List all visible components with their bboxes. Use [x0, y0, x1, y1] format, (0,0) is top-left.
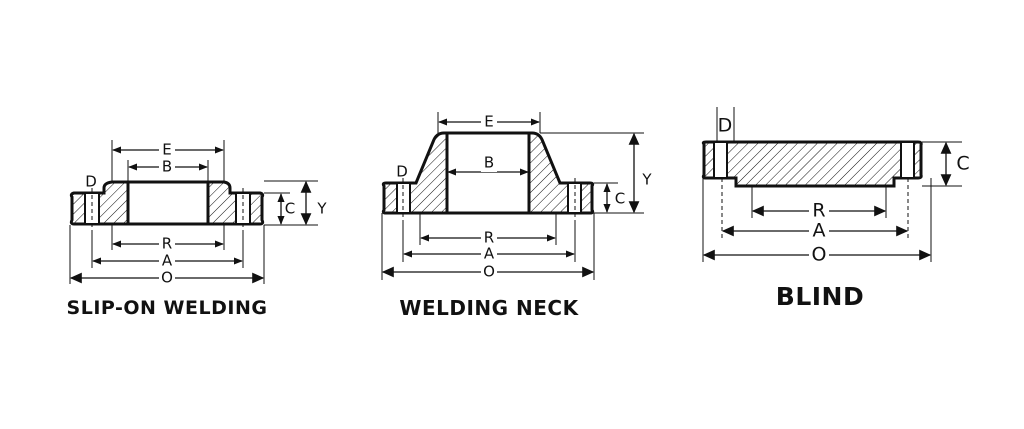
welding-neck-label-a: A	[484, 245, 495, 263]
welding-neck-label-c: C	[615, 190, 625, 208]
welding-neck-labels: E B D R A O C Y	[396, 113, 652, 281]
welding-neck-label-e: E	[484, 113, 493, 131]
blind-bolt-hole-right	[901, 143, 914, 177]
blind-label-r: R	[812, 200, 825, 222]
slip-on-label-o: O	[161, 269, 173, 287]
slip-on-label-y: Y	[316, 200, 327, 218]
slip-on-label-r: R	[162, 235, 172, 253]
slip-on-label-a: A	[162, 252, 173, 270]
blind-label-a: A	[813, 220, 826, 242]
blind-label-c: C	[956, 153, 969, 175]
slip-on-bolt-hole-left	[85, 194, 99, 223]
blind-bolt-hole-left	[714, 143, 727, 177]
slip-on-labels: E B D R A O C Y	[85, 141, 327, 287]
blind-body	[701, 140, 923, 188]
caption-blind: BLIND	[775, 282, 865, 311]
blind-labels: D R A O C	[718, 115, 970, 266]
welding-neck-label-r: R	[484, 229, 494, 247]
slip-on-bolt-hole-right	[236, 194, 250, 223]
slip-on-flange	[69, 140, 318, 284]
caption-slip-on-welding: SLIP-ON WELDING	[66, 297, 268, 319]
blind-flange	[701, 107, 962, 262]
welding-neck-bolt-hole-right	[568, 184, 581, 212]
welding-neck-label-y: Y	[641, 171, 652, 189]
slip-on-label-b: B	[162, 158, 172, 176]
welding-neck-flange	[381, 112, 644, 280]
slip-on-label-e: E	[162, 141, 171, 159]
blind-label-o: O	[812, 244, 827, 266]
welding-neck-label-d: D	[396, 163, 408, 181]
welding-neck-label-b: B	[484, 154, 494, 172]
slip-on-bore	[128, 182, 208, 225]
slip-on-label-d: D	[85, 173, 97, 191]
caption-welding-neck: WELDING NECK	[399, 296, 579, 320]
welding-neck-bolt-hole-left	[397, 184, 410, 212]
welding-neck-label-o: O	[483, 263, 495, 281]
blind-label-d: D	[718, 115, 733, 137]
welding-neck-bore	[447, 133, 529, 214]
slip-on-label-c: C	[285, 200, 295, 218]
